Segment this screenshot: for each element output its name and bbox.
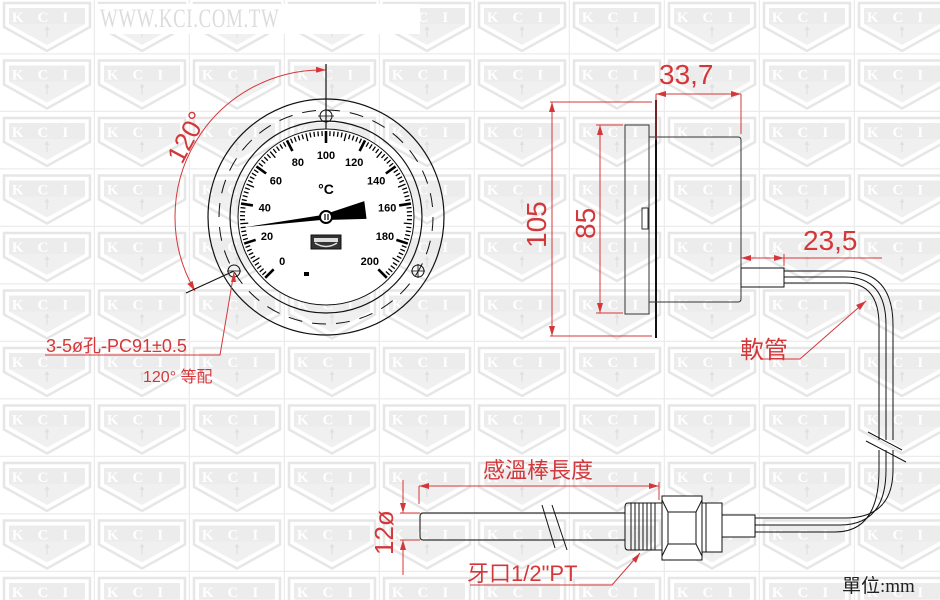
depth-dimension: 33,7 bbox=[655, 59, 742, 140]
front-view: 120° 0 20 40 60 80 100 120 140 160 180 200 °C bbox=[45, 64, 445, 386]
flange-dashed-ring bbox=[218, 109, 434, 325]
side-clip bbox=[641, 207, 649, 230]
dial-label: 60 bbox=[270, 176, 282, 188]
dial-label: 180 bbox=[376, 231, 394, 243]
probe-diameter-label: 12ø bbox=[369, 510, 399, 555]
needle-hub bbox=[319, 210, 333, 224]
hole-note: 3-5ø孔-PC91±0.5 120° 等配 bbox=[45, 271, 236, 386]
url-watermark-text: WWW.KCI.COM.TW bbox=[100, 4, 280, 33]
dial-label: 200 bbox=[361, 256, 379, 268]
probe-length-label: 感溫棒長度 bbox=[483, 458, 593, 483]
depth-dim-label: 33,7 bbox=[659, 59, 714, 90]
lock-nut bbox=[701, 502, 723, 553]
dial-mark bbox=[304, 272, 309, 276]
side-view: 33,7 105 85 23,5 bbox=[521, 59, 907, 533]
dial-label: 20 bbox=[261, 231, 273, 243]
side-bezel-plate bbox=[624, 124, 650, 315]
dial-label: 100 bbox=[317, 150, 335, 162]
hose-label: 軟管 bbox=[740, 337, 788, 364]
unit-label: 單位:mm bbox=[842, 576, 915, 597]
dial-label: 140 bbox=[367, 176, 385, 188]
probe-thread bbox=[624, 502, 663, 551]
dial-logo-plate bbox=[310, 234, 342, 250]
bezel-ring bbox=[229, 120, 423, 314]
hose-sleeve bbox=[721, 514, 756, 538]
stem-dimension: 23,5 bbox=[741, 225, 882, 266]
hole-note-subtext: 120° 等配 bbox=[143, 368, 213, 386]
hole-note-text: 3-5ø孔-PC91±0.5 bbox=[46, 336, 187, 356]
flange-outer-ring bbox=[207, 98, 445, 336]
probe-rod bbox=[419, 512, 625, 541]
dial-label: 120 bbox=[345, 157, 363, 169]
dial-unit-label: °C bbox=[318, 181, 334, 197]
probe-diameter-dimension: 12ø bbox=[369, 480, 420, 575]
dial-label: 160 bbox=[378, 202, 396, 214]
capillary-hose bbox=[755, 270, 907, 533]
probe-length-dimension: 感溫棒長度 bbox=[418, 458, 660, 504]
stem-dim-label: 23,5 bbox=[803, 225, 858, 256]
dial-scale-ticks bbox=[240, 131, 412, 279]
thread-label: 牙口1/2"PT bbox=[467, 561, 578, 586]
bezel-dim-label: 85 bbox=[570, 208, 601, 239]
probe-view: 感溫棒長度 12ø 牙口1/2"PT bbox=[369, 458, 756, 586]
gauge-needle bbox=[244, 201, 367, 228]
side-case bbox=[649, 136, 742, 303]
dial-scale-labels: 0 20 40 60 80 100 120 140 160 180 200 bbox=[259, 150, 397, 268]
dial-label: 40 bbox=[259, 202, 271, 214]
dial-label: 80 bbox=[292, 157, 304, 169]
side-stem bbox=[740, 267, 785, 288]
url-banner bbox=[95, 4, 420, 34]
outer-dim-label: 105 bbox=[521, 201, 552, 248]
hose-label-group: 軟管 bbox=[740, 300, 867, 364]
hex-nut bbox=[661, 495, 703, 561]
bezel-diameter-dimension: 85 bbox=[570, 124, 623, 314]
angle-label: 120° bbox=[161, 106, 213, 168]
thread-note: 牙口1/2"PT bbox=[467, 552, 641, 586]
dial-label: 0 bbox=[279, 256, 285, 268]
outer-diameter-dimension: 105 bbox=[521, 101, 652, 337]
